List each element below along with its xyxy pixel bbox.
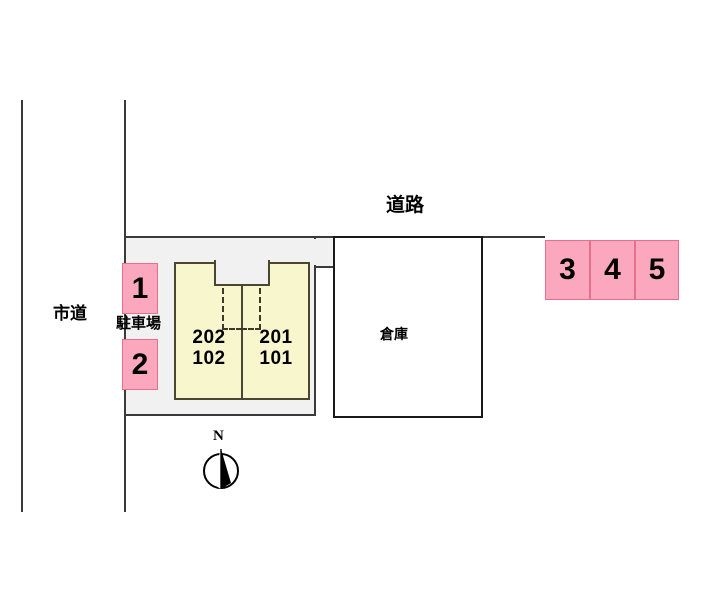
parking-stall-4[interactable]: 4 [590,240,635,300]
parking-stall-1[interactable]: 1 [122,263,158,314]
unit-stack-west: 202 102 [180,327,238,370]
unit-number-102: 102 [192,348,226,370]
compass-north-label: N [213,428,224,444]
parking-stall-2[interactable]: 2 [122,339,158,390]
unit-number-201: 201 [259,327,293,348]
west-road-outer-edge-line [21,100,23,512]
parking-stall-5[interactable]: 5 [635,240,679,300]
west-road-label: 市道 [53,304,87,323]
unit-stack-east: 201 101 [247,327,305,370]
stair-outline-right [241,288,261,330]
stair-outline-left [222,288,242,330]
parking-area-label: 駐車場 [116,315,162,332]
warehouse-label: 倉庫 [380,326,408,342]
unit-number-202: 202 [192,327,226,348]
site-lot-step-fill [310,239,332,265]
east-parking-row: 3 4 5 [545,240,679,300]
building-entry-notch [214,260,270,286]
warehouse-building [333,236,483,418]
north-road-label: 道路 [386,195,425,216]
building-center-wall [241,284,243,400]
compass-icon [203,449,239,489]
parking-stall-3[interactable]: 3 [545,240,590,300]
unit-number-101: 101 [259,348,293,370]
compass-rose: N [197,429,245,495]
